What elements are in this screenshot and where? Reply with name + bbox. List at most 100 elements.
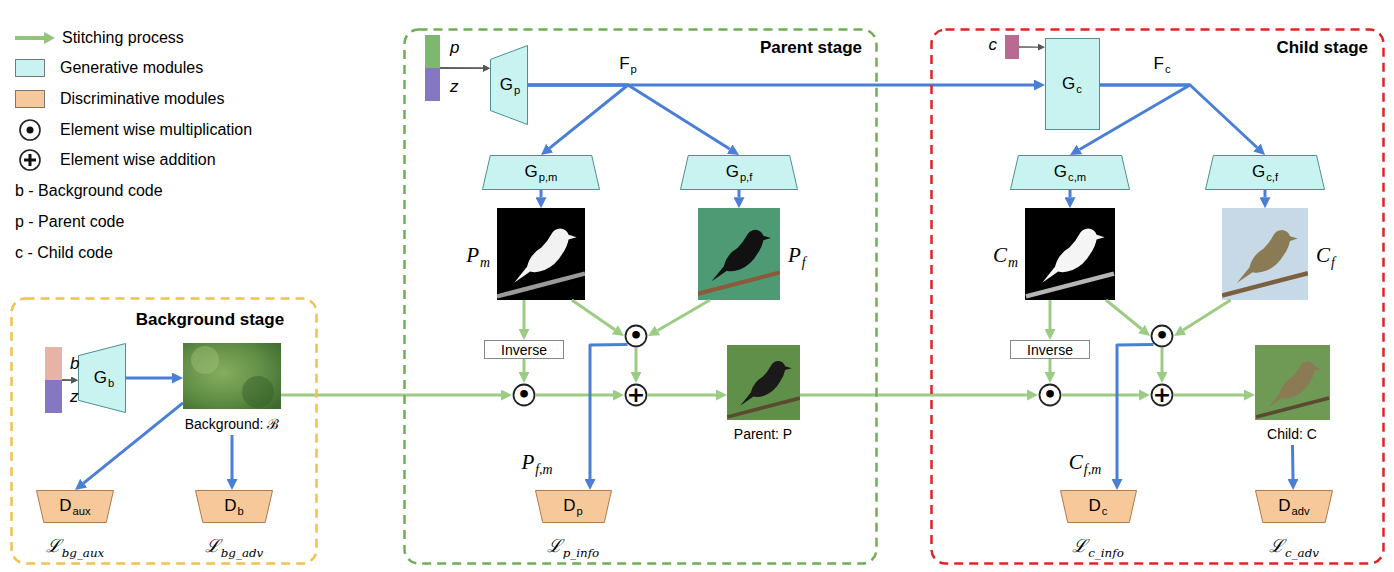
main-text: Parent: P [734,426,792,442]
main-text: F [619,54,629,73]
main-text: P [466,243,479,267]
main-text: G [1054,162,1067,181]
legend-text: c - Child code [15,244,113,262]
branch [1222,273,1308,295]
operator-circle: • [1038,383,1062,407]
connector [1161,348,1164,372]
main-text: D [224,496,236,515]
node-text: Gp,f [726,162,753,182]
connector [1264,190,1267,197]
connector [84,403,183,483]
green-arrow-sample [15,36,45,40]
node-text: Gc [1062,74,1082,94]
blur-blob [242,376,274,408]
connector [440,67,483,68]
legend-label: Element wise addition [60,151,216,168]
node-text: ℒbg_adv [205,536,264,557]
subscript-text: p [514,84,520,96]
bird [740,361,791,406]
main-text: z [70,387,79,406]
connector [523,359,526,372]
operator-circle: • [624,324,648,348]
node-text: Child stage [1276,38,1368,58]
bird [1269,361,1322,407]
foreground-ground [698,208,780,300]
code-vector: z [425,68,440,101]
subscript-text: c [1076,83,1082,95]
main-text: D [1089,496,1101,515]
signal-label: Fc [1154,54,1171,74]
main-text: + [1153,382,1171,407]
legend-text: p - Parent code [15,213,124,231]
node-text: Background: ℬ [185,416,280,432]
node-text: z [450,77,459,97]
connector [648,394,716,397]
node-text: b [70,354,79,374]
main-text: Parent stage [760,38,862,57]
main-text: • [629,323,643,348]
code-vector: c [1005,35,1019,59]
node-text: Daux [59,496,90,516]
subscript-text: c [1165,63,1171,75]
discriminator-module: Dcℒc_info [1060,490,1137,560]
parent-mask-image [497,208,585,300]
bird-silhouette [1042,228,1104,282]
connector [572,300,615,330]
module-body [79,344,126,413]
stage-region: Parent stagepzGpGp,mGp,fPmPfInverse••+Pa… [403,28,878,565]
multiply-dot [27,127,34,134]
connector [1106,300,1142,329]
green-arrow-head [44,32,55,44]
image-panel: Pf [698,208,780,300]
discriminator-module: Dadvℒc_adv [1255,490,1333,560]
legend-swatch [15,59,45,77]
connector [590,345,628,480]
module-body [1206,156,1325,190]
legend-label: b - Background code [15,182,163,199]
node-text: z [70,387,79,407]
node-text: Inverse [1027,341,1073,357]
add-symbol [20,150,40,170]
main-text: G [94,368,107,387]
connector [1174,394,1244,397]
connector [540,190,543,197]
main-text: Child stage [1276,38,1368,57]
subscript-text: m [480,255,490,270]
main-text: G [1252,162,1265,181]
legend-text: Element wise addition [60,151,216,169]
add-cross [24,154,36,166]
main-text: D [1278,496,1290,515]
image-panel: Pm [497,208,585,300]
legend-samples [15,32,55,170]
background-photo [183,343,281,409]
module-body [491,46,528,125]
connector [62,379,71,380]
node-text: Gc,m [1054,162,1086,182]
main-text: • [1155,323,1169,348]
background-image [183,343,281,409]
subscript-text: p_info [563,545,600,559]
generator-module: Gc,f [1205,155,1325,190]
node-text: Parent stage [760,38,862,58]
signal-label: Pf,m [521,450,552,474]
generator-module: Gp,f [680,155,798,190]
parent-foreground-image [698,208,780,300]
node-text: • [1043,384,1057,406]
module-body [681,156,798,190]
bird-silhouette [514,228,576,282]
subscript-text: p,m [539,171,558,183]
main-text: G [1062,74,1075,93]
subscript-text: aux [73,505,91,517]
node-text: Pf [788,243,806,267]
dashed-border [405,30,877,564]
discriminator-module: Dbℒbg_adv [195,490,273,560]
main-text: z [450,77,459,96]
legend-text: Discriminative modules [60,90,225,108]
branch [698,272,780,293]
node-text: • [1155,325,1169,347]
main-text: G [726,162,739,181]
main-text: D [563,496,575,515]
node-text: Pm [466,243,490,267]
